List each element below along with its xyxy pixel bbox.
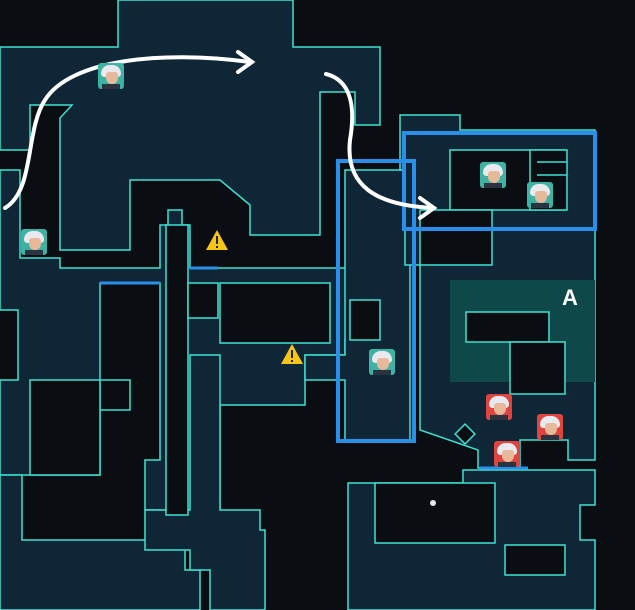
arrowhead-icon xyxy=(418,196,438,220)
a-main-highlight-box xyxy=(402,131,597,231)
site-label: A xyxy=(562,285,578,310)
ally-agent-icon[interactable] xyxy=(369,349,395,375)
mid-highlight-box xyxy=(336,159,416,443)
route-arrow-mid xyxy=(324,72,434,210)
ally-agent-icon[interactable] xyxy=(98,63,124,89)
ally-agent-icon[interactable] xyxy=(21,229,47,255)
arrowhead-icon xyxy=(236,50,256,74)
warning-triangle-icon xyxy=(281,344,303,364)
enemy-agent-icon[interactable] xyxy=(494,441,520,467)
route-arrow-top xyxy=(3,55,252,210)
ally-agent-icon[interactable] xyxy=(480,162,506,188)
enemy-agent-icon[interactable] xyxy=(537,414,563,440)
route-arrows xyxy=(3,50,438,220)
warning-triangle-icon xyxy=(206,230,228,250)
walls xyxy=(29,149,568,576)
spike-dot-icon xyxy=(430,500,436,506)
highlight-boxes xyxy=(100,131,597,470)
ally-agent-icon[interactable] xyxy=(527,182,553,208)
enemy-agent-icon[interactable] xyxy=(486,394,512,420)
